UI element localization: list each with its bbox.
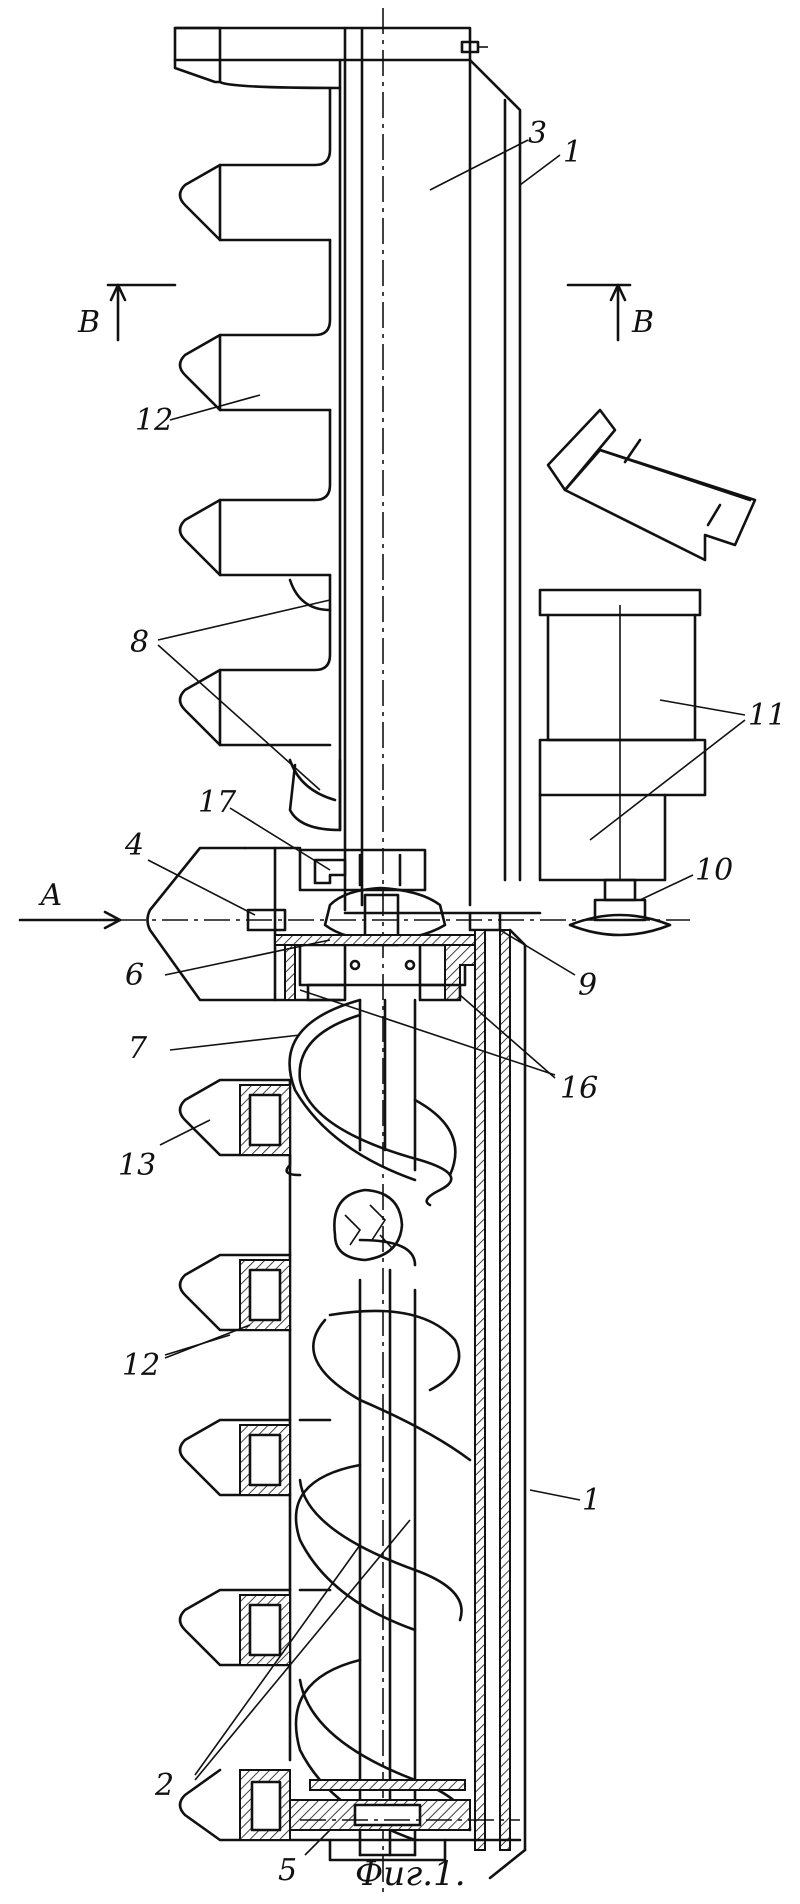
label-9: 9 xyxy=(578,968,597,1003)
comb-teeth-lower xyxy=(180,1080,330,1760)
section-letter-left: В xyxy=(77,305,100,340)
label-13: 13 xyxy=(118,1148,156,1183)
label-8: 8 xyxy=(130,625,149,660)
label-1-top: 1 xyxy=(563,135,582,170)
arrow-letter: А xyxy=(38,878,63,913)
label-2: 2 xyxy=(154,1768,174,1803)
section-mark-right: В xyxy=(568,285,654,340)
label-12-bottom: 12 xyxy=(122,1348,160,1383)
label-6: 6 xyxy=(125,958,144,993)
label-17: 17 xyxy=(198,785,237,820)
label-3: 3 xyxy=(528,116,547,151)
upper-housing xyxy=(175,28,520,910)
section-letter-right: В xyxy=(631,305,654,340)
stone xyxy=(334,1190,402,1260)
label-5: 5 xyxy=(278,1853,297,1888)
label-4: 4 xyxy=(124,828,144,863)
label-16: 16 xyxy=(560,1071,598,1106)
label-11: 11 xyxy=(748,698,786,733)
section-mark-left: В xyxy=(77,285,175,340)
bottom-bearing xyxy=(180,1770,520,1860)
label-7: 7 xyxy=(128,1031,148,1066)
label-1-bottom: 1 xyxy=(582,1483,601,1518)
label-12-top: 12 xyxy=(135,403,173,438)
figure-caption: Фиг.1. xyxy=(355,1854,466,1894)
lower-housing xyxy=(360,930,525,1878)
label-10: 10 xyxy=(695,853,733,888)
comb-teeth-upper xyxy=(175,28,340,830)
